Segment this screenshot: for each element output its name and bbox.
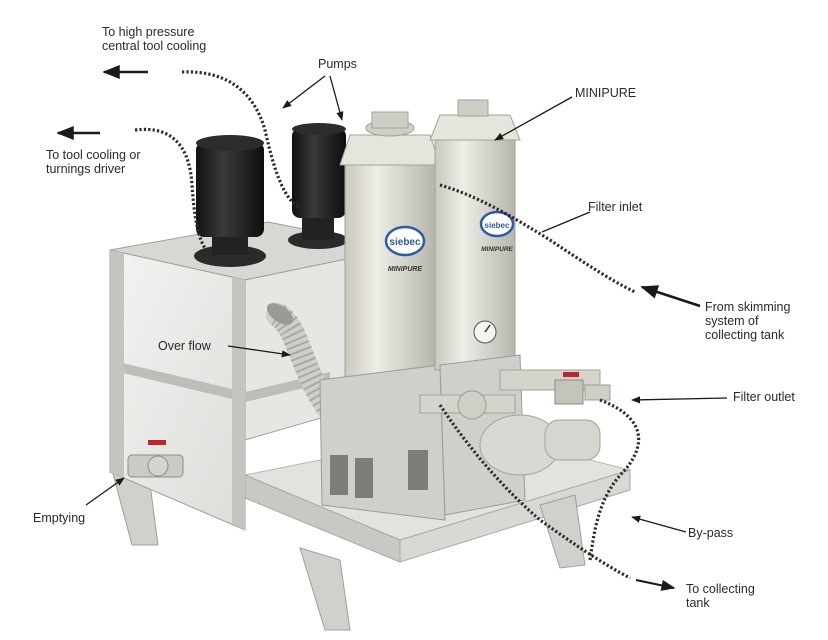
label-high-pressure: To high pressure central tool cooling [102, 25, 207, 53]
pump-left [194, 135, 266, 267]
arrow-to-collecting [635, 579, 676, 591]
svg-text:MINIPURE: MINIPURE [388, 266, 423, 273]
svg-text:MINIPURE: MINIPURE [481, 246, 513, 253]
label-over-flow: Over flow [158, 339, 211, 353]
front-leg [299, 547, 351, 631]
arrow-minipure [494, 96, 573, 141]
label-by-pass: By-pass [688, 526, 734, 540]
arrow-emptying [85, 477, 125, 506]
arrow-pump-right [329, 75, 344, 121]
svg-text:siebec: siebec [485, 221, 510, 230]
label-tool-cooling: To tool cooling or turnings driver [46, 148, 141, 176]
pipework [127, 369, 611, 478]
hose-tool-cooling [134, 127, 207, 249]
label-filter-inlet: Filter inlet [588, 200, 643, 214]
right-leg [539, 494, 586, 569]
label-emptying: Emptying [33, 511, 86, 525]
arrow-from-skimming [640, 285, 701, 308]
label-to-collecting: To collecting tank [686, 582, 755, 610]
hose-by-pass [588, 398, 641, 561]
hoses [134, 70, 641, 580]
logo-left: siebec MINIPURE [384, 225, 426, 273]
svg-text:siebec: siebec [389, 237, 421, 248]
logo-right: siebec MINIPURE [479, 210, 515, 253]
arrow-pump-left [282, 75, 326, 109]
callout-arrows [56, 65, 728, 591]
arrow-by-pass [631, 515, 687, 533]
label-minipure: MINIPURE [575, 86, 637, 100]
arrow-filter-outlet [631, 396, 728, 404]
hose-high-pressure [181, 70, 301, 210]
hose-collecting-tank [438, 404, 631, 580]
pump-right [288, 123, 348, 249]
filter-left [319, 111, 446, 521]
valve-handle-right [563, 372, 579, 377]
label-from-skimming: From skimming system of collecting tank [705, 300, 791, 342]
hose-filter-inlet [439, 183, 636, 294]
label-filter-outlet: Filter outlet [733, 390, 795, 404]
arrow-over-flow [227, 345, 291, 358]
label-pumps: Pumps [318, 57, 357, 71]
valve-handle-emptying [148, 440, 166, 445]
arrow-filter-inlet [541, 211, 591, 233]
